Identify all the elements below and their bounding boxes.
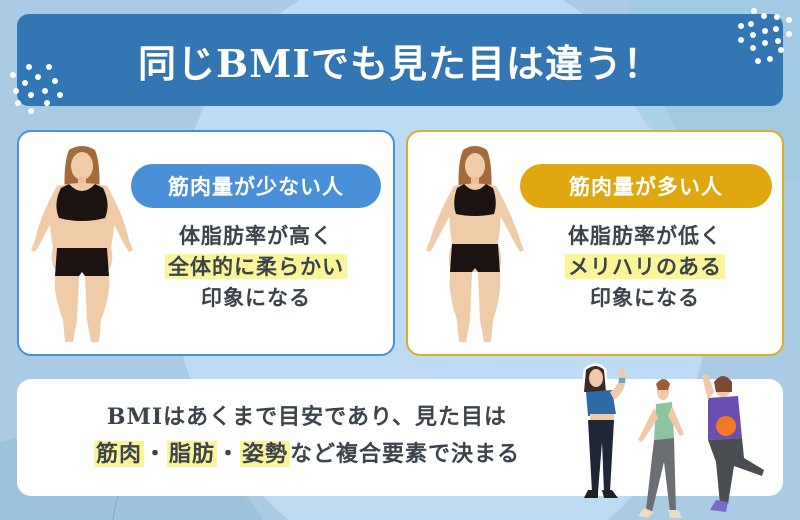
woman-lower-body-fat-figure [426, 146, 524, 342]
highlight-muscle: 筋肉 [93, 441, 144, 467]
highlighted-description-line: 全体的に柔らかい [165, 254, 347, 279]
title-banner: 同じBMIでも見た目は違う！ [17, 14, 783, 106]
woman-higher-body-fat-figure [31, 146, 133, 342]
separator: ・ [143, 441, 167, 467]
decorative-dots-right [720, 0, 800, 70]
low-muscle-card: 筋肉量が少ない人 体脂肪率が高く 全体的に柔らかい 印象になる [17, 130, 395, 356]
low-muscle-label: 筋肉量が少ない人 [131, 164, 381, 208]
highlight-posture: 姿勢 [240, 441, 291, 467]
summary-line-1: BMIはあくまで目安であり、見た目は [106, 404, 508, 430]
high-muscle-label: 筋肉量が多い人 [520, 164, 772, 208]
description-line: 印象になる [201, 285, 311, 310]
summary-text: BMIはあくまで目安であり、見た目は 筋肉・脂肪・姿勢など複合要素で決まる [57, 399, 557, 473]
high-muscle-description: 体脂肪率が低く メリハリのある 印象になる [520, 220, 770, 313]
decorative-dots-left [0, 50, 80, 120]
description-line: 体脂肪率が高く [179, 223, 333, 248]
summary-tail: など複合要素で決まる [290, 441, 521, 467]
high-muscle-card: 筋肉量が多い人 体脂肪率が低く メリハリのある 印象になる [406, 130, 784, 356]
separator: ・ [217, 441, 241, 467]
three-women-exercising-illustration [581, 363, 764, 518]
highlighted-description-line: メリハリのある [565, 254, 725, 279]
description-line: 印象になる [590, 285, 700, 310]
description-line: 体脂肪率が低く [568, 223, 722, 248]
low-muscle-description: 体脂肪率が高く 全体的に柔らかい 印象になる [131, 220, 381, 313]
highlight-fat: 脂肪 [166, 441, 217, 467]
page-title: 同じBMIでも見た目は違う！ [138, 40, 662, 86]
summary-line-2: 筋肉・脂肪・姿勢など複合要素で決まる [57, 436, 557, 473]
